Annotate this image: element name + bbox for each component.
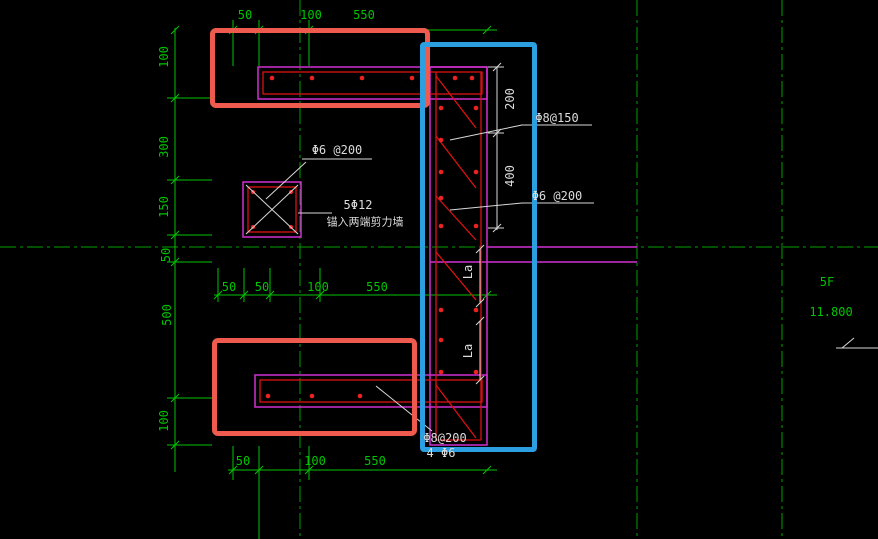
- dim-column-400: 400: [503, 165, 517, 187]
- floor-label: 5F: [819, 275, 835, 289]
- dim-left-500: 500: [160, 304, 174, 326]
- note-column-stirrup-lower: Φ6 @200: [531, 189, 583, 203]
- elevation-label: 11.800: [809, 305, 853, 319]
- dim-bot-100: 100: [304, 454, 326, 468]
- section-outlines: [242, 66, 637, 446]
- small-column-outline: [242, 181, 302, 238]
- note-small-column-stirrup: Φ6 @200: [311, 143, 363, 157]
- note-column-stirrup-upper: Φ8@150: [535, 111, 579, 125]
- note-main-bars: 5Φ12: [343, 198, 373, 212]
- note-bottom-beam-bars: 4 Φ6: [426, 446, 456, 460]
- highlight-bottom-beam: [212, 338, 417, 436]
- dim-mid-50b: 50: [254, 280, 270, 294]
- note-anchorage-lower: La: [461, 343, 475, 359]
- column-outline: [429, 66, 488, 446]
- dim-left-300: 300: [157, 136, 171, 158]
- highlight-column: [420, 42, 537, 452]
- dim-column-200: 200: [503, 88, 517, 110]
- dim-mid-100: 100: [307, 280, 329, 294]
- dim-left-100a: 100: [157, 46, 171, 68]
- dim-left-150: 150: [157, 196, 171, 218]
- dim-left-50: 50: [159, 247, 173, 263]
- dim-mid-50a: 50: [221, 280, 237, 294]
- dim-top-550: 550: [353, 8, 375, 22]
- highlight-top-beam: [210, 28, 430, 108]
- bottom-beam-outline: [254, 374, 488, 408]
- note-anchor: 锚入两端剪力墙: [326, 215, 404, 229]
- dim-bot-550: 550: [364, 454, 386, 468]
- dim-bot-50: 50: [235, 454, 251, 468]
- note-bottom-beam-stirrup: Φ8@200: [423, 431, 467, 445]
- note-anchorage-upper: La: [461, 264, 475, 280]
- dim-top-100: 100: [300, 8, 322, 22]
- dim-left-100b: 100: [157, 410, 171, 432]
- dim-top-50: 50: [237, 8, 253, 22]
- dim-mid-550: 550: [366, 280, 388, 294]
